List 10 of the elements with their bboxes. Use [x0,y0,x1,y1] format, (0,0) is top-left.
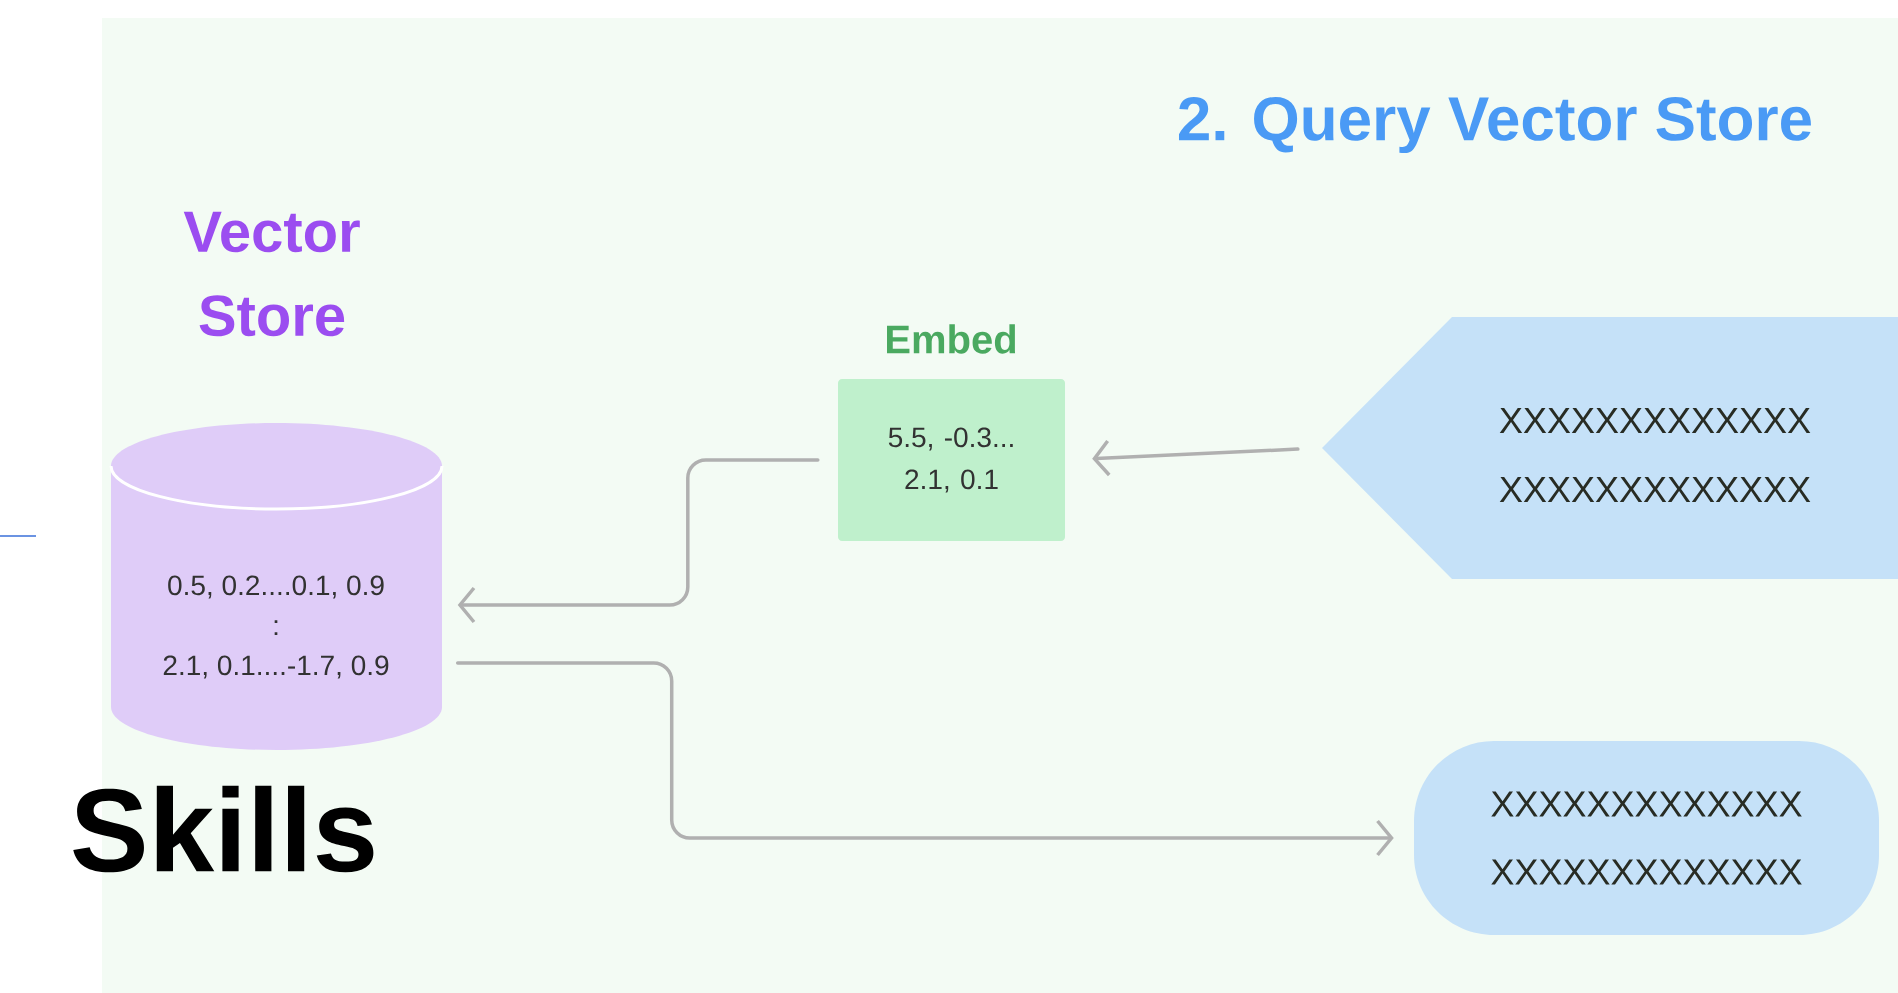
arrow [455,661,1394,857]
rounded-box: XXXXXXXXXXXXX XXXXXXXXXXXXX [1414,741,1879,935]
database-cylinder: 0.5, 0.2....0.1, 0.9 : 2.1, 0.1....-1.7, 0.9 [109,423,444,750]
arrow [1092,439,1300,477]
heading: Vector Store [183,211,360,337]
vector-box: 5.5, -0.3... 2.1, 0.1 [838,379,1065,541]
title: 2. Query Vector Store [1179,96,1811,154]
arrow [457,458,820,624]
pentagon-box: XXXXXXXXXXXXX XXXXXXXXXXXXX [1322,317,1898,579]
heading: Embed [887,324,1016,354]
